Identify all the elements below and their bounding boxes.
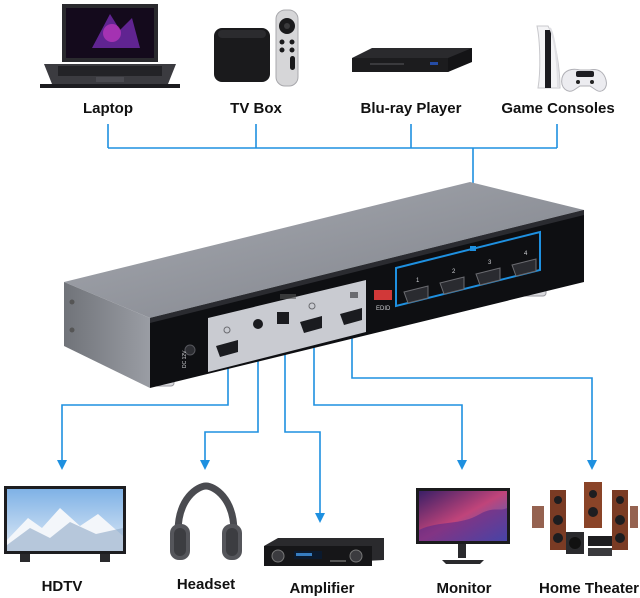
output-label-monitor: Monitor: [436, 580, 492, 597]
output-label-headset: Headset: [176, 576, 236, 593]
headset-line: [200, 340, 259, 470]
hdtv-line: [57, 340, 229, 470]
output-label-hdtv: HDTV: [41, 578, 83, 595]
source-label-bluray: Blu-ray Player: [360, 100, 462, 117]
monitor-line: [313, 340, 467, 470]
source-label-laptop: Laptop: [83, 100, 133, 117]
source-label-tvbox: TV Box: [230, 100, 282, 117]
source-label-console: Game Consoles: [501, 100, 615, 117]
output-label-amplifier: Amplifier: [289, 580, 355, 597]
theater-line: [351, 332, 597, 470]
output-label-theater: Home Theater: [538, 580, 640, 597]
